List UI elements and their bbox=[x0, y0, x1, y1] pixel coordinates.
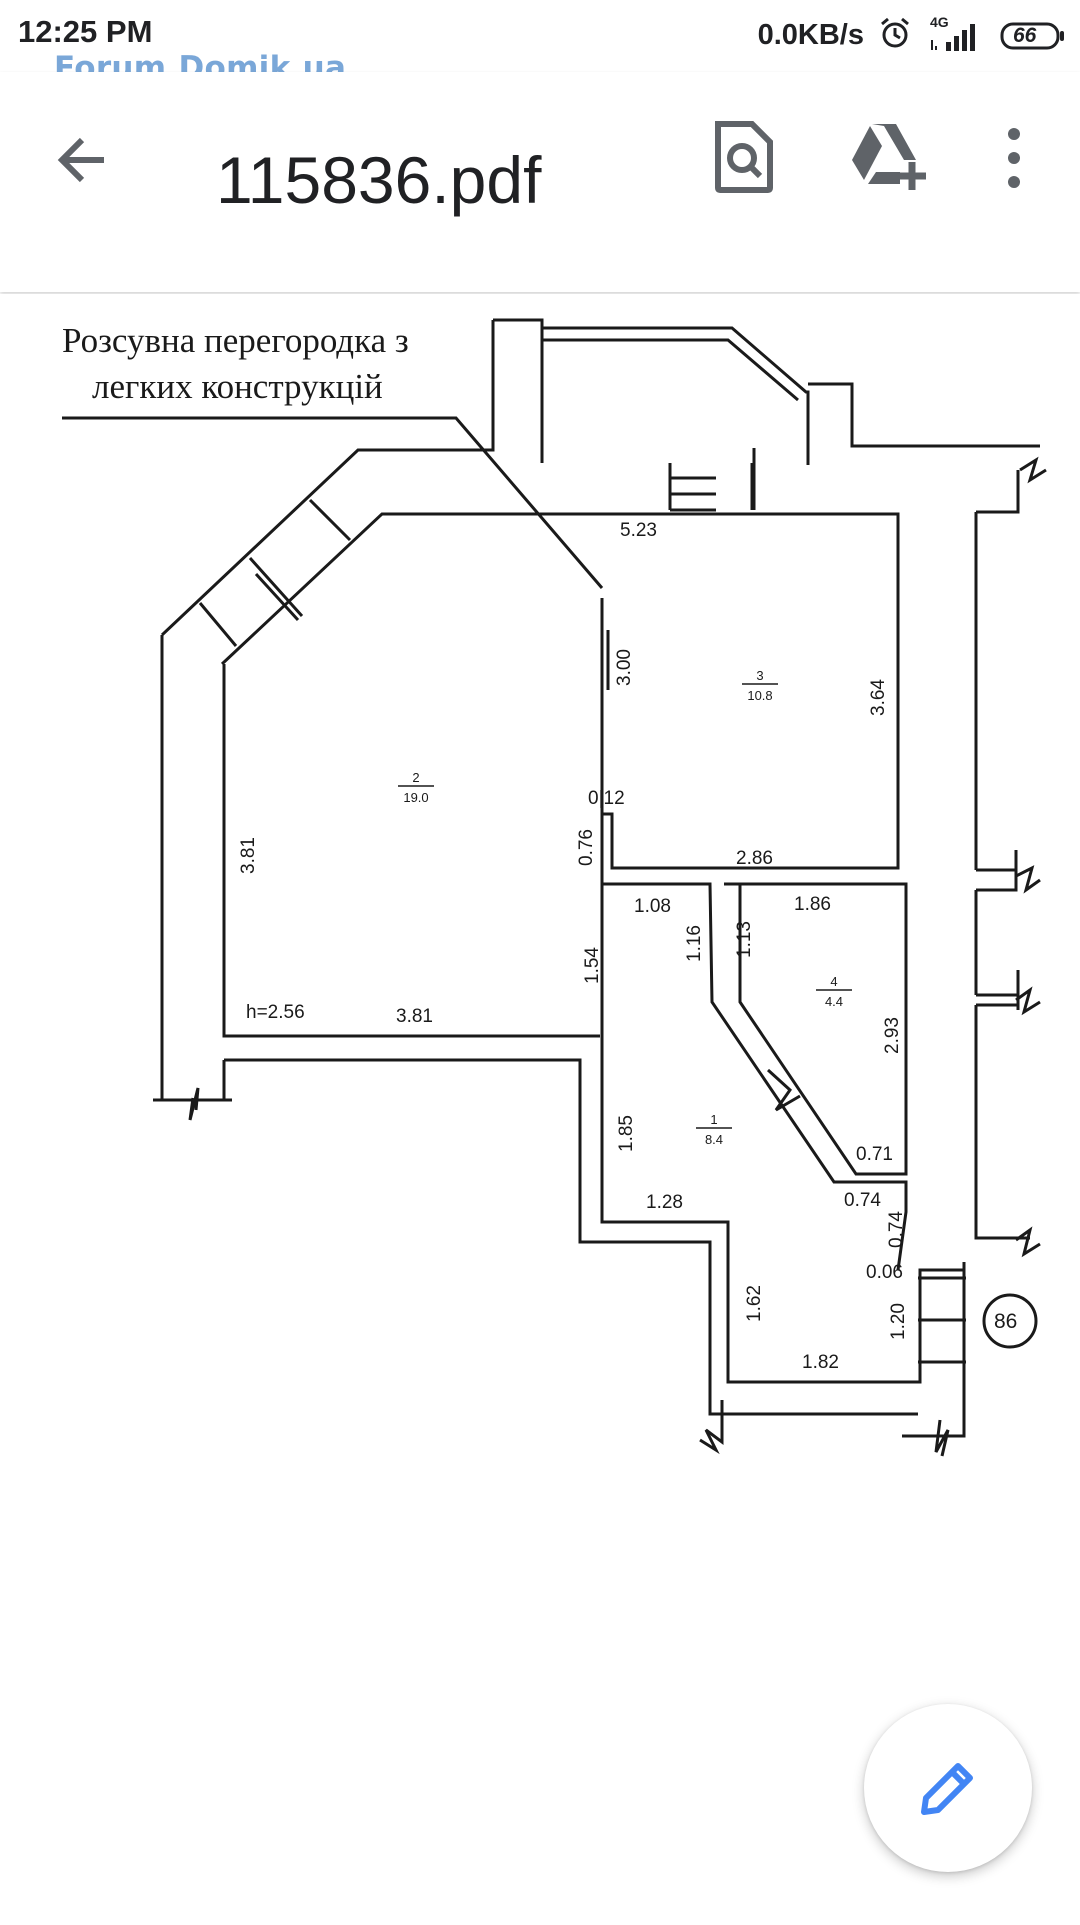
dim-1-86: 1.86 bbox=[794, 894, 831, 915]
annotation-line-2: легких конструкцій bbox=[92, 367, 383, 406]
document-title: 115836.pdf bbox=[216, 143, 542, 217]
apartment-number: 86 bbox=[994, 1310, 1017, 1333]
dim-0-76: 0.76 bbox=[576, 829, 597, 866]
room-2-number: 2 bbox=[412, 770, 419, 785]
dim-1-08: 1.08 bbox=[634, 896, 671, 917]
more-vert-icon bbox=[1008, 128, 1020, 188]
room-1-area: 8.4 bbox=[705, 1132, 723, 1147]
search-document-button[interactable] bbox=[712, 120, 776, 194]
battery-level: 66 bbox=[1013, 23, 1037, 47]
dim-1-13: 1.13 bbox=[734, 921, 755, 958]
add-to-drive-button[interactable] bbox=[850, 122, 930, 192]
signal-icon: 4G bbox=[926, 14, 986, 54]
room-height: h=2.56 bbox=[246, 1002, 305, 1023]
room-2-area: 19.0 bbox=[403, 790, 428, 805]
dim-1-82: 1.82 bbox=[802, 1352, 839, 1373]
alarm-icon bbox=[878, 16, 912, 55]
back-arrow-icon bbox=[57, 137, 104, 183]
dim-0-71: 0.71 bbox=[856, 1144, 893, 1165]
dim-5-23: 5.23 bbox=[620, 520, 657, 541]
dim-1-16: 1.16 bbox=[684, 925, 705, 962]
dim-1-85: 1.85 bbox=[616, 1115, 637, 1152]
status-bar: 12:25 PM 0.0KB/s 4G 66 bbox=[0, 0, 1080, 72]
edit-fab-button[interactable] bbox=[864, 1704, 1032, 1872]
dim-0-06: 0.06 bbox=[866, 1262, 903, 1283]
dim-1-20: 1.20 bbox=[888, 1303, 909, 1340]
app-bar: 115836.pdf bbox=[0, 72, 1080, 292]
status-indicators: 0.0KB/s 4G 66 bbox=[757, 14, 1066, 55]
pdf-viewer[interactable]: Розсувна перегородка з легких конструкці… bbox=[0, 294, 1080, 1920]
dim-3-81-horizontal: 3.81 bbox=[396, 1006, 433, 1027]
dim-0-74-a: 0.74 bbox=[844, 1190, 881, 1211]
dim-3-64: 3.64 bbox=[868, 679, 889, 716]
room-4-number: 4 bbox=[830, 974, 837, 989]
dim-0-74-b: 0.74 bbox=[886, 1211, 907, 1248]
more-options-button[interactable] bbox=[996, 122, 1032, 202]
dim-1-54: 1.54 bbox=[582, 947, 603, 984]
battery-icon: 66 bbox=[1000, 21, 1066, 51]
add-to-drive-icon bbox=[852, 124, 926, 190]
network-type: 4G bbox=[930, 13, 949, 30]
room-3-area: 10.8 bbox=[747, 688, 772, 703]
edit-pencil-icon bbox=[921, 1763, 973, 1815]
room-1-number: 1 bbox=[710, 1112, 717, 1127]
network-speed: 0.0KB/s bbox=[757, 19, 864, 51]
dim-0-12: 0|12 bbox=[588, 788, 625, 809]
dim-3-00: 3.00 bbox=[614, 649, 635, 686]
dim-2-86: 2.86 bbox=[736, 848, 773, 869]
dim-1-62: 1.62 bbox=[744, 1285, 765, 1322]
status-time: 12:25 PM bbox=[18, 14, 153, 49]
dim-1-28: 1.28 bbox=[646, 1192, 683, 1213]
dim-2-93: 2.93 bbox=[882, 1017, 903, 1054]
dim-3-81-vertical: 3.81 bbox=[238, 837, 259, 874]
back-button[interactable] bbox=[52, 128, 116, 192]
annotation-line-1: Розсувна перегородка з bbox=[62, 321, 409, 360]
room-3-number: 3 bbox=[756, 668, 763, 683]
floor-plan-drawing: Розсувна перегородка з легких конструкці… bbox=[62, 318, 1047, 1457]
search-document-icon bbox=[715, 121, 773, 193]
room-4-area: 4.4 bbox=[825, 994, 843, 1009]
